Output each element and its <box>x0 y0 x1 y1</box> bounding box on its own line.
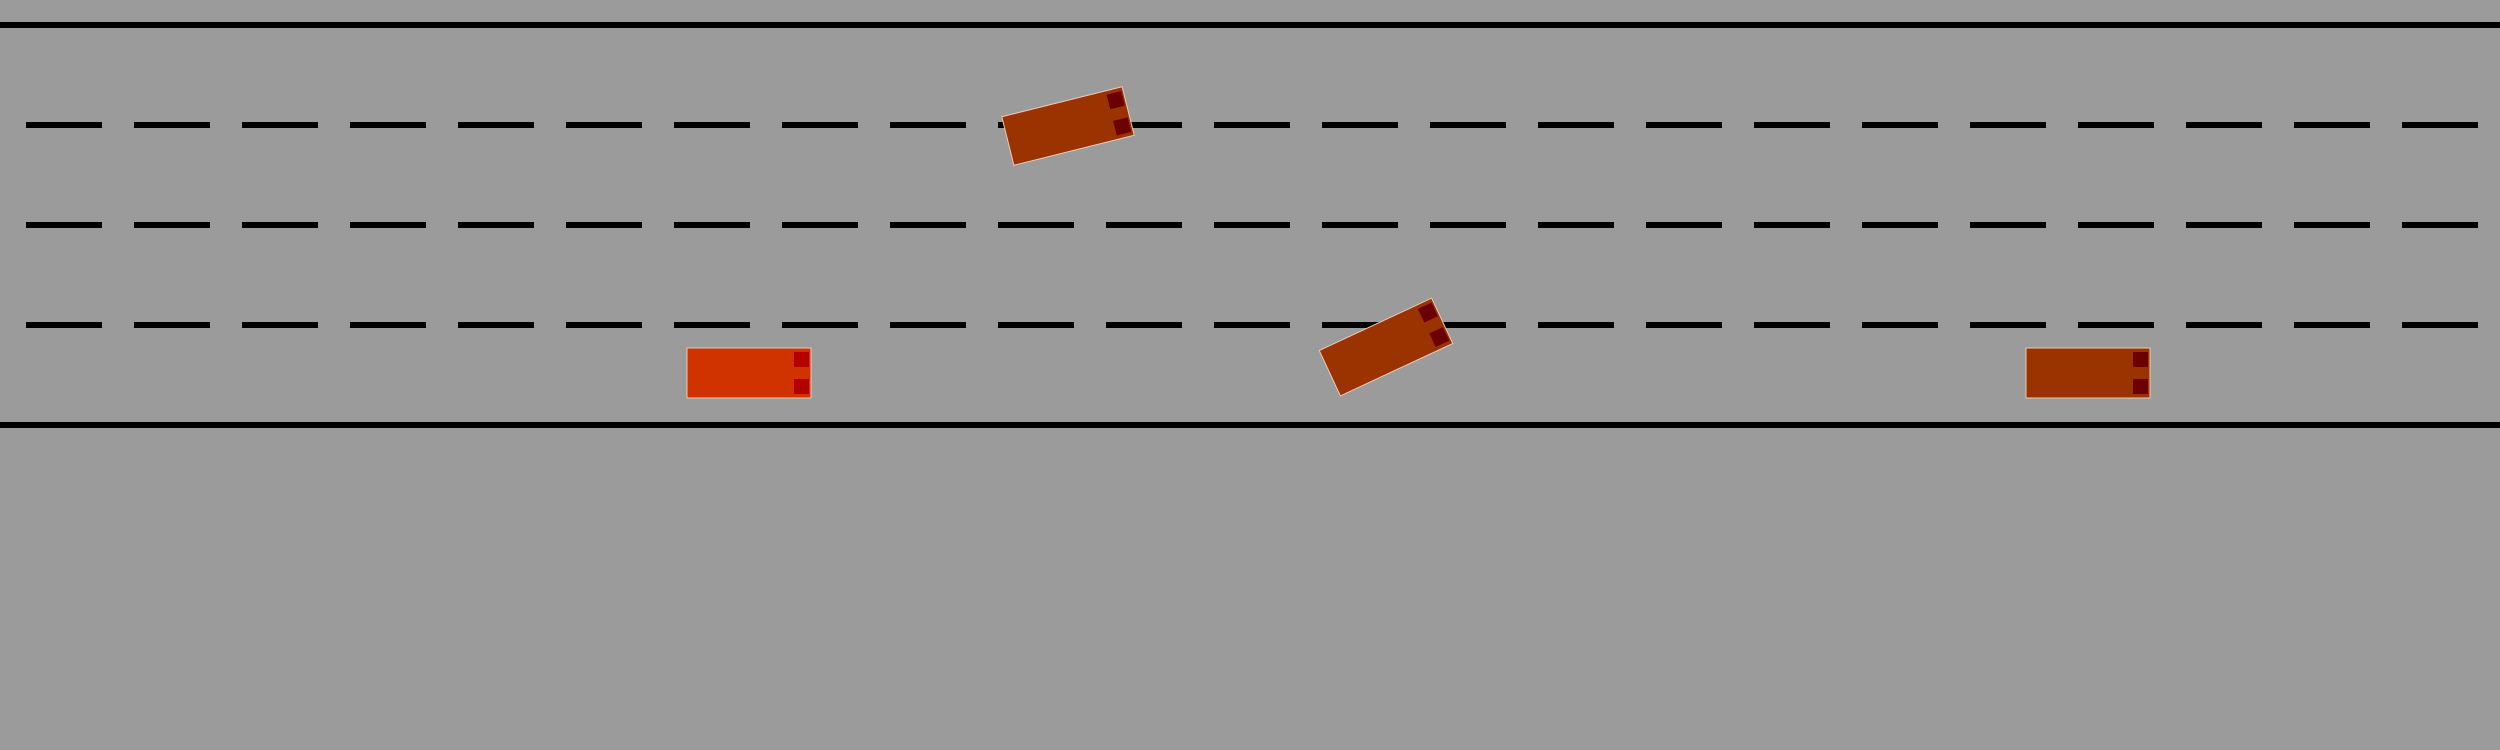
headlight-left <box>2133 352 2148 367</box>
vehicle-body <box>2025 347 2151 399</box>
vehicle <box>1001 86 1135 166</box>
headlight-left <box>794 352 809 367</box>
headlight-left <box>1417 302 1438 323</box>
headlight-right <box>2133 379 2148 394</box>
headlight-right <box>794 379 809 394</box>
vehicle-body <box>686 347 812 399</box>
headlight-left <box>1106 91 1125 110</box>
vehicle <box>1318 297 1454 397</box>
ego-vehicle <box>686 347 812 399</box>
vehicle-body <box>1001 86 1135 166</box>
headlight-right <box>1113 117 1132 136</box>
vehicles <box>686 86 2151 399</box>
lane-markings <box>0 22 2500 428</box>
vehicle <box>2025 347 2151 399</box>
vehicle-body <box>1318 297 1454 397</box>
headlight-right <box>1429 327 1450 348</box>
